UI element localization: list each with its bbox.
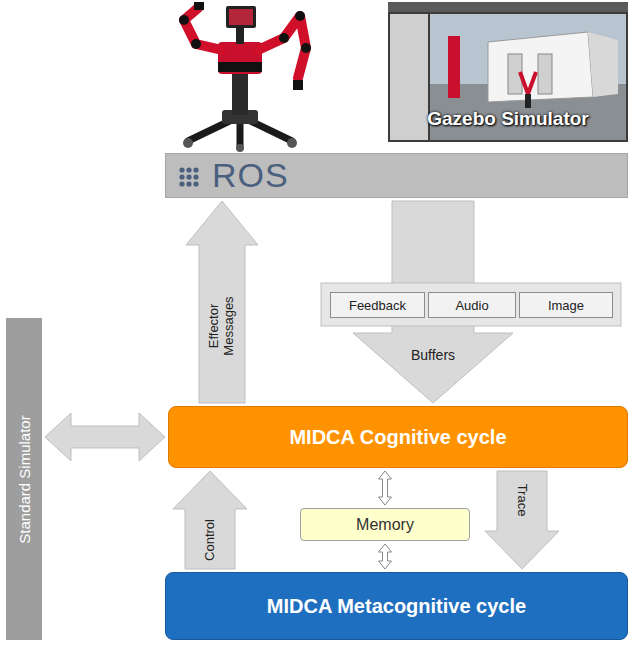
node-label: ROS xyxy=(212,156,289,195)
buffer-box: Feedback xyxy=(330,292,425,318)
arrow-label: Buffers xyxy=(411,346,455,362)
memory-box: Memory xyxy=(300,508,470,541)
node-label: MIDCA Cognitive cycle xyxy=(289,426,506,449)
cycle-box: MIDCA Metacognitive cycle xyxy=(165,572,628,640)
block-arrow xyxy=(45,413,165,461)
cycle-box: MIDCA Cognitive cycle xyxy=(168,406,628,468)
node-label: Feedback xyxy=(349,298,406,313)
arrow-label: Control xyxy=(203,519,218,561)
block-arrow xyxy=(379,471,392,505)
buffer-box: Image xyxy=(519,292,613,318)
node-label: Standard Simulator xyxy=(16,415,33,543)
node-label: MIDCA Metacognitive cycle xyxy=(267,595,526,618)
buffer-box: Audio xyxy=(428,292,516,318)
block-arrow xyxy=(379,544,392,569)
block-arrow xyxy=(186,201,258,403)
node-label: Audio xyxy=(455,298,488,313)
arrow-label: Trace xyxy=(515,484,530,517)
node-label: Memory xyxy=(356,516,414,534)
node-label: Image xyxy=(548,298,584,313)
robot-illustration xyxy=(179,2,311,152)
block-arrow xyxy=(485,471,559,569)
node-label: Gazebo Simulator xyxy=(427,108,589,130)
simulator-screenshot-box: Gazebo Simulator xyxy=(388,2,628,142)
ros-logo xyxy=(178,166,200,188)
buffer-panel xyxy=(321,283,621,326)
middleware-band: ROS xyxy=(165,153,628,198)
arrow-label: Effector Messages xyxy=(207,291,237,361)
block-arrow xyxy=(173,471,247,569)
simulator-bar: Standard Simulator xyxy=(6,318,42,640)
